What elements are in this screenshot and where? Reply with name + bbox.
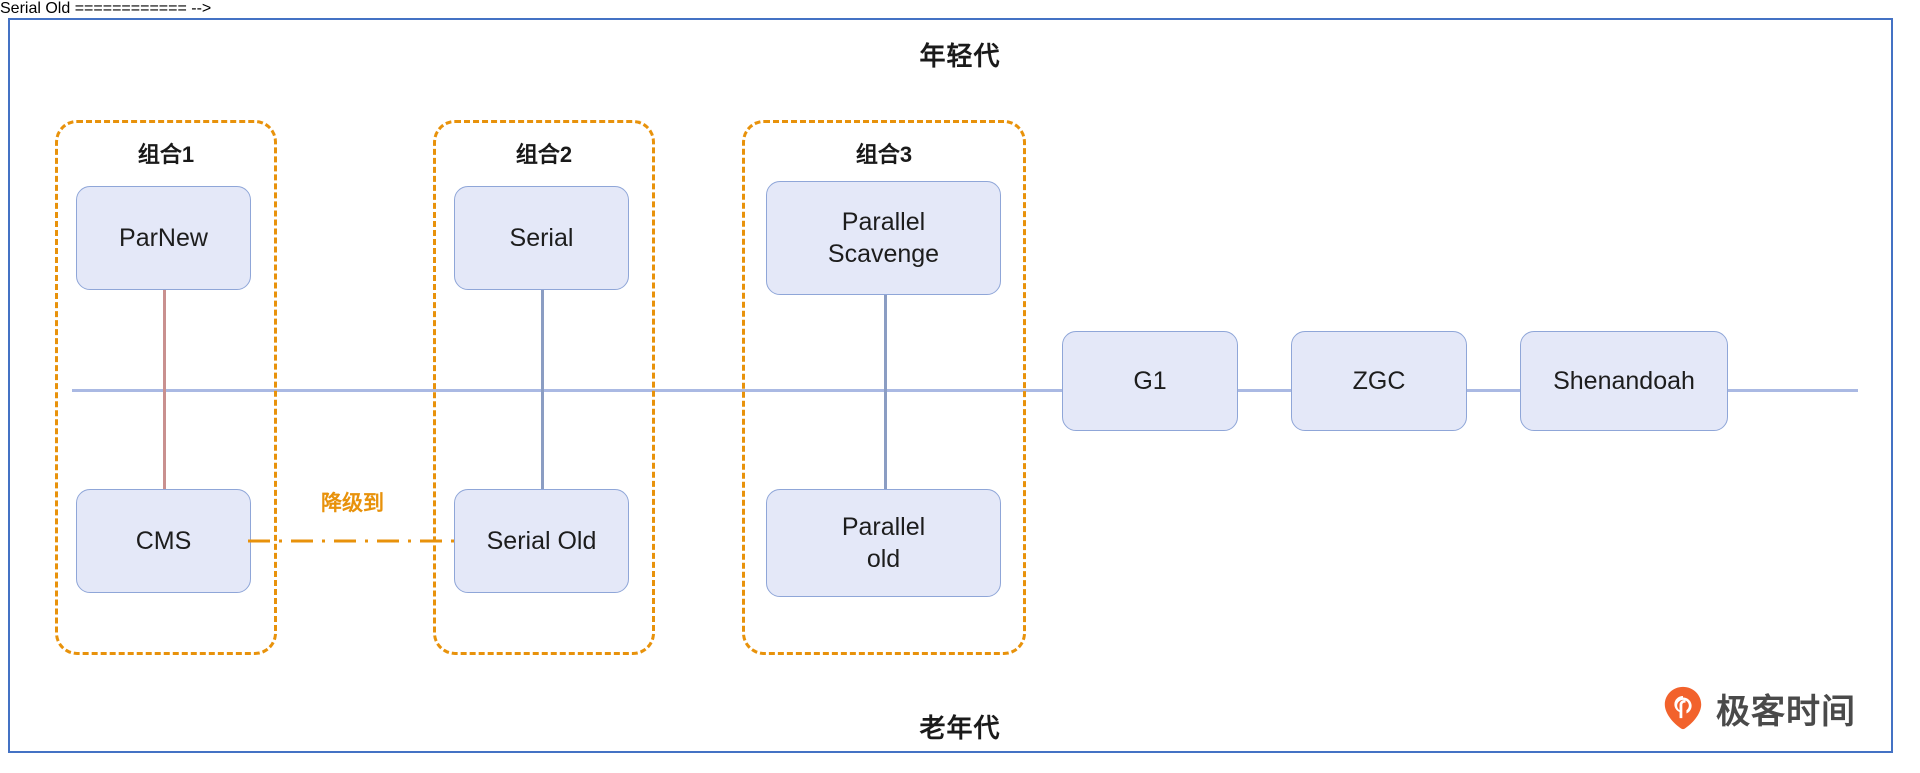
group-label-combination-3: 组合3 xyxy=(855,142,913,167)
node-parallel-old[interactable]: Parallel old xyxy=(766,489,1001,597)
node-zgc[interactable]: ZGC xyxy=(1291,331,1467,431)
node-parallel-scavenge[interactable]: Parallel Scavenge xyxy=(766,181,1001,295)
node-serial-old[interactable]: Serial Old xyxy=(454,489,629,593)
node-cms[interactable]: CMS xyxy=(76,489,251,593)
connector-parnew-cms xyxy=(163,236,166,494)
group-box-combination-2: 组合2 xyxy=(433,120,655,655)
connector-parallelscavenge-parallelold xyxy=(884,295,887,495)
degrade-to-label: 降级到 xyxy=(321,492,384,515)
outer-frame xyxy=(8,18,1893,753)
node-parnew[interactable]: ParNew xyxy=(76,186,251,290)
generation-divider-axis xyxy=(72,389,1858,392)
connector-zgc-shenandoah xyxy=(1467,390,1520,392)
geektime-pin-icon xyxy=(1664,686,1702,730)
node-shenandoah[interactable]: Shenandoah xyxy=(1520,331,1728,431)
group-box-combination-3: 组合3 xyxy=(742,120,1026,655)
connector-g1-zgc xyxy=(1238,390,1291,392)
node-serial[interactable]: Serial xyxy=(454,186,629,290)
degrade-connector-line xyxy=(248,539,460,543)
young-generation-title: 年轻代 xyxy=(919,41,1001,71)
geektime-logo: 极客时间 xyxy=(1660,680,1870,736)
node-g1[interactable]: G1 xyxy=(1062,331,1238,431)
group-label-combination-1: 组合1 xyxy=(137,142,195,167)
group-label-combination-2: 组合2 xyxy=(515,142,573,167)
group-box-combination-1: 组合1 xyxy=(55,120,277,655)
old-generation-title: 老年代 xyxy=(919,713,1001,743)
geektime-logo-text: 极客时间 xyxy=(1716,692,1856,731)
connector-serial-serialold xyxy=(541,236,544,494)
